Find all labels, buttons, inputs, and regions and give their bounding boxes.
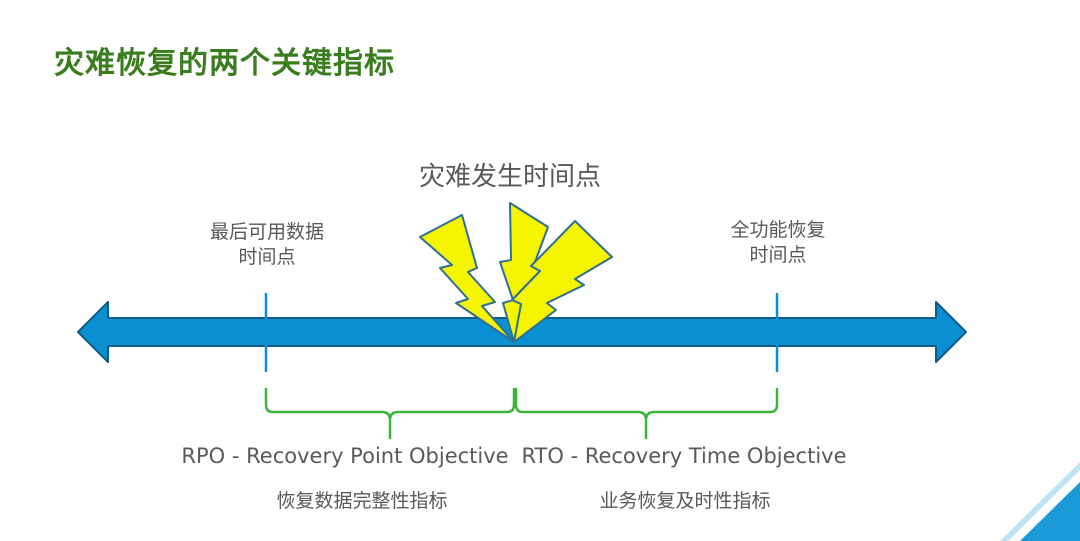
last-available-data-label-line1: 最后可用数据 <box>209 221 324 243</box>
lightning-bolt-left <box>419 214 515 343</box>
full-recovery-label-line2: 时间点 <box>749 244 807 266</box>
disaster-event-label: 灾难发生时间点 <box>418 162 601 192</box>
lightning-bolt-icon <box>419 202 613 343</box>
corner-accent-light <box>1000 462 1080 541</box>
rto-description: 业务恢复及时性指标 <box>599 490 771 512</box>
rpo-description: 恢复数据完整性指标 <box>276 490 448 512</box>
lightning-bolt-right <box>511 220 613 343</box>
page-title: 灾难恢复的两个关键指标 <box>54 46 395 81</box>
rto-bracket <box>514 387 779 440</box>
rpo-bracket <box>264 387 516 440</box>
rpo-name: RPO - Recovery Point Objective <box>181 444 509 468</box>
last-available-data-label: 最后可用数据 时间点 <box>167 220 367 270</box>
rto-name: RTO - Recovery Time Objective <box>521 444 847 468</box>
full-recovery-label: 全功能恢复 时间点 <box>678 218 878 268</box>
corner-accent <box>1020 482 1080 541</box>
full-recovery-label-line1: 全功能恢复 <box>730 219 826 241</box>
last-available-data-label-line2: 时间点 <box>238 246 296 268</box>
